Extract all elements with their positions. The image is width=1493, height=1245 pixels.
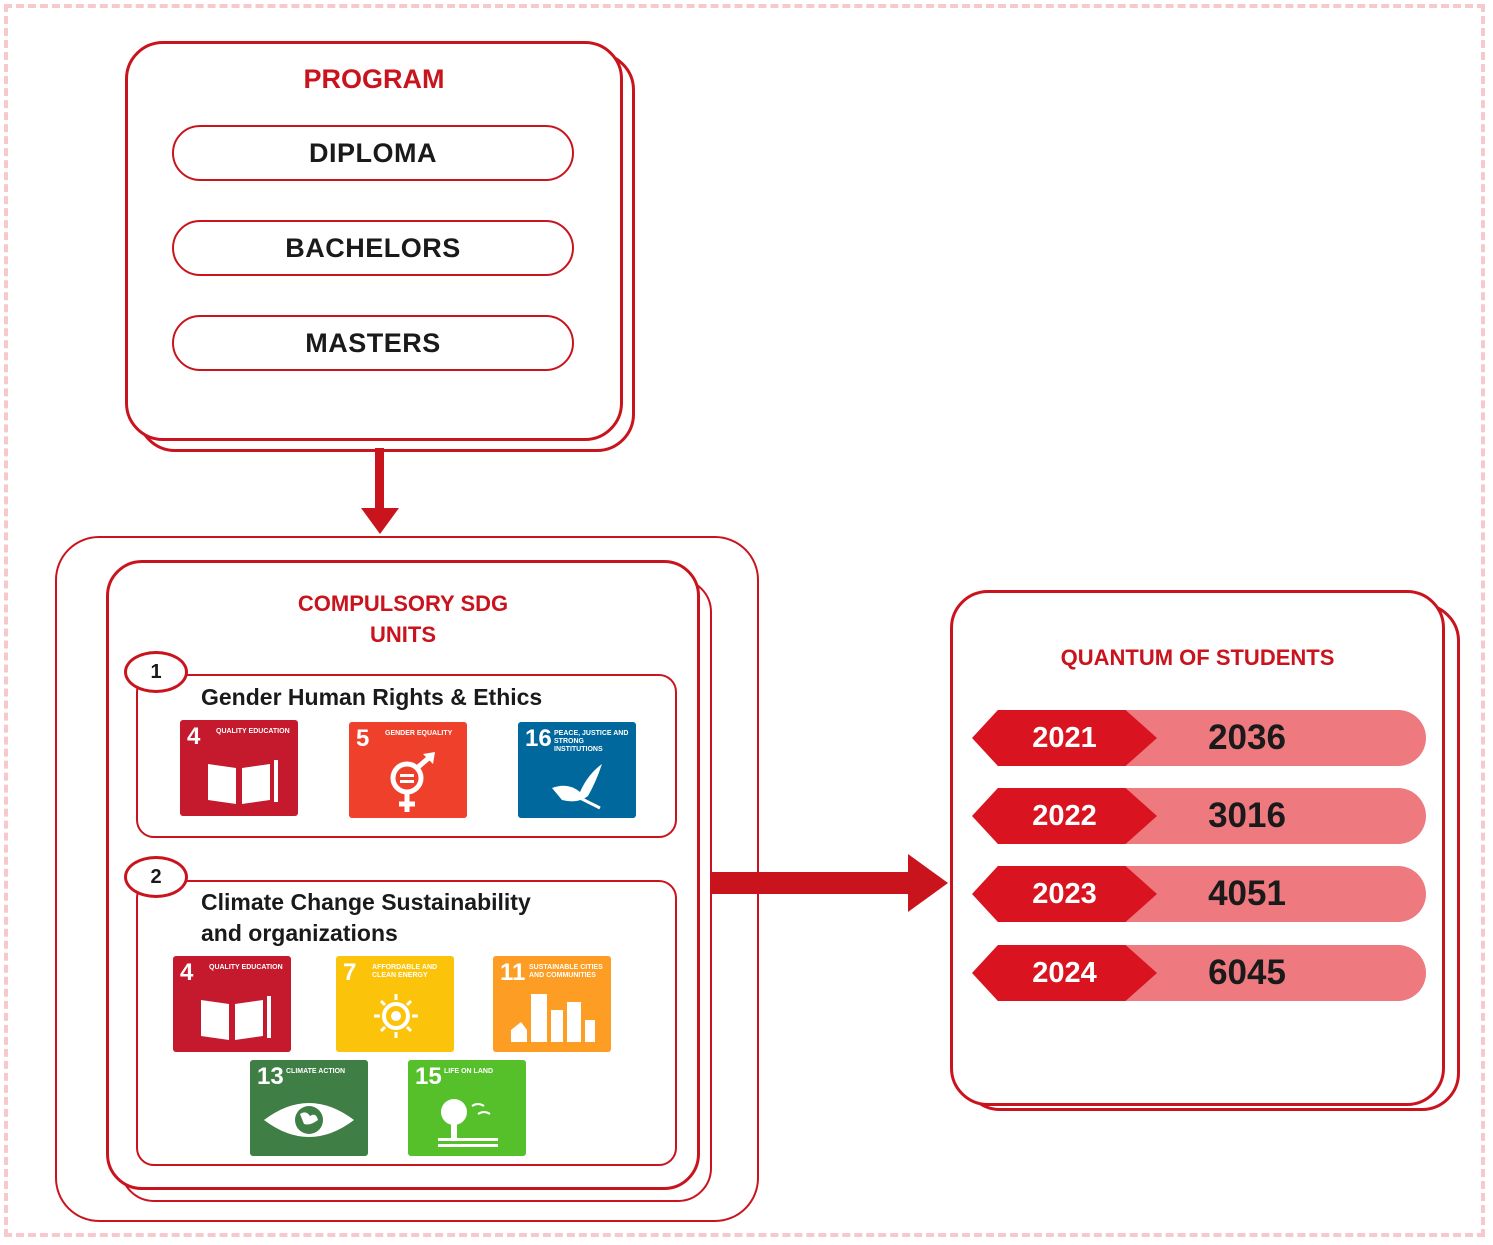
program-item-masters: MASTERS [172,315,574,371]
year-tag: 2021 [972,710,1157,766]
sdg-goal-number: 13 [257,1063,284,1090]
unit-1-title: Gender Human Rights & Ethics [201,684,543,710]
sdg-goal-13-tile: 13 Climate Action [250,1060,368,1156]
quantum-row-2022: 2022 3016 [972,788,1426,844]
down-arrow [361,448,399,534]
city-icon [511,994,595,1042]
sdg-goal-11-tile: 11 Sustainable Cities and Communities [493,956,611,1052]
sdg-goal-name: Affordable and Clean Energy [372,964,438,979]
sdg-goal-number: 4 [180,959,194,986]
quantum-row-2021: 2021 2036 [972,710,1426,766]
sdg-goal-name: Quality Education [216,728,290,735]
page-frame [4,4,1485,1237]
tree-icon [438,1099,498,1147]
quantum-row-2023: 2023 4051 [972,866,1426,922]
sdg-goal-number: 5 [356,725,370,752]
unit-1-number: 1 [124,651,188,693]
sdg-goal-name: Climate Action [286,1068,346,1075]
sdg-units-title-line1: COMPULSORY SDG [297,591,509,616]
quantum-title: QUANTUM OF STUDENTS [1060,645,1335,670]
sdg-goal-name: Sustainable Cities and Communities [529,964,603,979]
unit-2-title-line2: and organizations [201,920,398,946]
gender-equality-icon [390,752,435,812]
program-title: PROGRAM [303,64,445,94]
sdg-goal-number: 7 [343,959,357,986]
year-tag: 2022 [972,788,1157,844]
program-item-diploma: DIPLOMA [172,125,574,181]
sdg-goal-15-tile: 15 Life on Land [408,1060,526,1156]
sdg-units-title-line2: UNITS [370,622,436,647]
sdg-goal-number: 16 [525,725,552,752]
sdg-goal-5-tile: 5 Gender Equality [349,722,467,818]
sdg-goal-number: 4 [187,723,201,750]
program-item-bachelors: BACHELORS [172,220,574,276]
sdg-goal-16-tile: 16 Peace, Justice and Strong Institution… [518,722,636,818]
sdg-goal-4-tile: 4 Quality Education [173,956,291,1052]
quantum-box [950,590,1445,1106]
sun-icon [374,994,418,1038]
quantum-row-2024: 2024 6045 [972,945,1426,1001]
sdg-goal-name: Quality Education [209,964,283,971]
book-icon [208,760,278,804]
year-tag: 2023 [972,866,1157,922]
sdg-goal-number: 11 [500,959,526,986]
student-count: 2036 [1208,718,1286,757]
unit-2-number: 2 [124,856,188,898]
sdg-goal-name: Life on Land [444,1068,493,1075]
unit-2-title: Climate Change Sustainability and organi… [201,887,531,949]
book-icon [201,996,271,1040]
sdg-goal-7-tile: 7 Affordable and Clean Energy [336,956,454,1052]
unit-2-title-line1: Climate Change Sustainability [201,889,531,915]
sdg-units-title: COMPULSORY SDG UNITS [106,588,700,650]
student-count: 6045 [1208,953,1286,992]
sdg-goal-4-tile: 4 Quality Education [180,720,298,816]
sdg-goal-number: 15 [415,1063,442,1090]
student-count: 3016 [1208,796,1286,835]
right-arrow [712,854,948,912]
sdg-goal-name: Gender Equality [385,730,453,737]
sdg-goal-name: Peace, Justice and Strong Institutions [554,730,629,753]
dove-icon [552,764,602,810]
eye-globe-icon [264,1103,354,1137]
year-tag: 2024 [972,945,1157,1001]
student-count: 4051 [1208,874,1286,913]
